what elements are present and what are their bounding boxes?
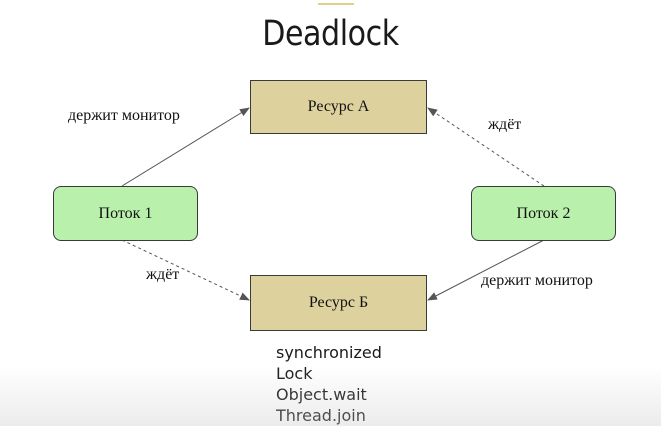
edge-thread1-holds-resource-a xyxy=(121,107,250,187)
edge-label-thread2-holds: держит монитор xyxy=(481,272,593,289)
edge-label-thread2-waits: ждёт xyxy=(488,116,522,133)
mechanism-item: Thread.join xyxy=(276,406,366,425)
mechanisms-list: synchronized Lock Object.wait Thread.joi… xyxy=(276,342,382,426)
mechanism-item: Object.wait xyxy=(276,385,367,404)
edge-thread1-waits-resource-b xyxy=(121,239,250,301)
thread-1-node: Поток 1 xyxy=(53,186,198,241)
edge-label-thread1-waits: ждёт xyxy=(146,266,180,283)
mechanism-item: synchronized xyxy=(276,343,382,362)
mechanism-item: Lock xyxy=(276,364,313,383)
page-title: Deadlock xyxy=(262,14,399,54)
edge-label-thread1-holds: держит монитор xyxy=(68,107,180,124)
resource-b-node: Ресурс Б xyxy=(250,275,427,331)
edge-thread2-waits-resource-a xyxy=(427,107,545,187)
thread-2-node: Поток 2 xyxy=(471,186,616,241)
title-accent-line xyxy=(318,3,354,5)
edge-thread2-holds-resource-b xyxy=(427,239,545,301)
resource-a-node: Ресурс А xyxy=(250,80,427,134)
